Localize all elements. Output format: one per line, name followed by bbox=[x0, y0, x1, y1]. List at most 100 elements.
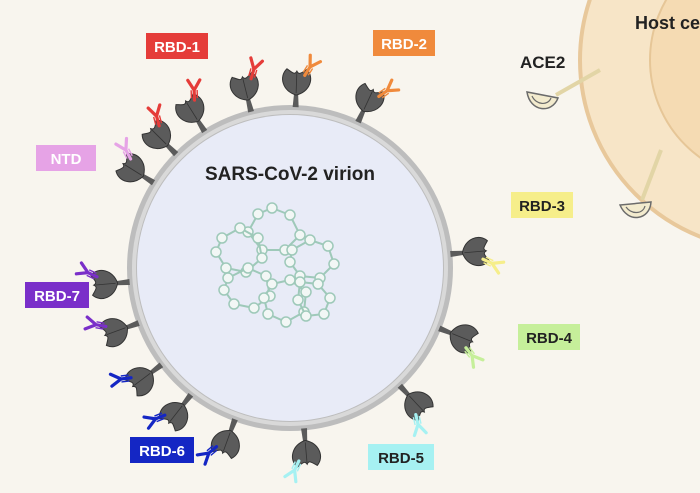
antibody bbox=[377, 78, 401, 99]
antibody bbox=[114, 136, 133, 161]
antibody-arms bbox=[74, 261, 99, 279]
host-cell-label: Host cell bbox=[635, 13, 700, 33]
spike-head-seam bbox=[186, 102, 198, 120]
rna-node bbox=[292, 294, 304, 306]
rna-node bbox=[216, 232, 228, 244]
spike-protein bbox=[142, 392, 194, 432]
spike-protein bbox=[229, 56, 264, 113]
rna-node bbox=[300, 286, 312, 298]
epitope-label-box bbox=[130, 437, 194, 463]
spike-head-seam bbox=[304, 442, 308, 463]
antibody bbox=[186, 78, 202, 102]
antibody bbox=[248, 56, 264, 81]
epitope-label-rbd-2: RBD-2 bbox=[373, 30, 435, 56]
spike-stalk bbox=[140, 173, 156, 186]
epitope-label-box bbox=[518, 324, 580, 350]
spike-protein bbox=[195, 418, 240, 466]
spike-stalk bbox=[245, 97, 254, 113]
antibody-stem bbox=[464, 347, 475, 358]
epitope-labels: RBD-1 RBD-2 NTD RBD-3 RBD-7 RBD-4 RBD-6 bbox=[25, 30, 580, 470]
ace2-stalk bbox=[640, 149, 663, 201]
antibody-arms bbox=[303, 53, 323, 77]
spike-stalk bbox=[124, 320, 140, 330]
spike-proteins bbox=[74, 53, 506, 484]
spike-stalk bbox=[301, 428, 308, 443]
rna-genome bbox=[210, 202, 340, 328]
rna-node bbox=[294, 229, 306, 241]
antibody-stem bbox=[378, 87, 390, 99]
rna-node bbox=[262, 308, 274, 320]
rna-node bbox=[234, 222, 246, 234]
spike-protein bbox=[175, 78, 208, 134]
antibody-arms bbox=[249, 56, 264, 81]
antibody-arms bbox=[195, 445, 219, 466]
antibody-stem bbox=[483, 256, 494, 267]
spike-protein bbox=[74, 261, 130, 299]
virion-interior bbox=[137, 115, 443, 421]
antibody bbox=[464, 346, 485, 369]
spike-head bbox=[355, 82, 385, 112]
spike-stalk bbox=[115, 279, 130, 286]
rna-node bbox=[222, 272, 234, 284]
antibody bbox=[302, 53, 323, 77]
ace2-stalk bbox=[555, 68, 601, 97]
spike-head-seam bbox=[363, 91, 373, 110]
antibody-stem bbox=[291, 461, 302, 472]
spike-protein bbox=[438, 324, 485, 369]
rna-node bbox=[266, 202, 278, 214]
spike-head-seam bbox=[151, 129, 167, 145]
antibody-arms bbox=[464, 346, 485, 369]
epitope-label-rbd-6: RBD-6 bbox=[130, 437, 194, 463]
antibody-stem bbox=[190, 89, 199, 99]
epitope-label-box bbox=[373, 30, 435, 56]
antibody-stem bbox=[206, 445, 218, 456]
rna-node bbox=[286, 244, 298, 256]
spike-protein bbox=[83, 315, 140, 348]
antibody-arms bbox=[412, 412, 428, 438]
epitope-label-text: RBD-7 bbox=[34, 288, 80, 305]
antibody-stem bbox=[412, 415, 422, 426]
epitope-label-box bbox=[146, 33, 208, 59]
rna-node bbox=[304, 234, 316, 246]
antibody-arms bbox=[283, 459, 301, 484]
spike-stalk bbox=[149, 362, 164, 375]
ace2-receptor-detail bbox=[625, 205, 646, 214]
spike-stalk bbox=[180, 392, 194, 408]
antibody-stem bbox=[95, 321, 105, 330]
spike-head-seam bbox=[452, 333, 471, 342]
spike-head-seam bbox=[464, 250, 485, 254]
antibody bbox=[74, 261, 99, 280]
antibody-arms bbox=[481, 257, 506, 275]
rna-node bbox=[328, 258, 340, 270]
rna-node bbox=[258, 292, 270, 304]
antibody-arms bbox=[186, 78, 202, 102]
epitope-label-rbd-5: RBD-5 bbox=[368, 444, 434, 470]
ace2-receptor bbox=[526, 91, 560, 110]
ace2-label: ACE2 bbox=[520, 53, 565, 72]
spike-head-seam bbox=[106, 327, 126, 336]
spike-stalk bbox=[228, 418, 238, 434]
spike-protein bbox=[141, 103, 179, 157]
rna-node bbox=[220, 262, 232, 274]
spike-protein bbox=[114, 136, 156, 186]
spike-protein bbox=[450, 237, 506, 275]
epitope-label-text: RBD-4 bbox=[526, 330, 572, 347]
antibody-stem bbox=[120, 374, 130, 383]
spike-protein bbox=[108, 362, 164, 397]
epitope-label-rbd-1: RBD-1 bbox=[146, 33, 208, 59]
epitope-label-ntd: NTD bbox=[36, 145, 96, 171]
antibody bbox=[283, 459, 302, 484]
spike-head-seam bbox=[169, 405, 183, 422]
spike-protein bbox=[283, 428, 321, 484]
antibody-stem bbox=[152, 115, 163, 125]
rna-node bbox=[284, 274, 296, 286]
rna-node bbox=[300, 310, 312, 322]
rna-node bbox=[294, 276, 306, 288]
epitope-label-text: RBD-1 bbox=[154, 39, 200, 56]
spike-stalk bbox=[292, 93, 299, 108]
spike-head-seam bbox=[242, 78, 249, 99]
epitope-label-rbd-7: RBD-7 bbox=[25, 282, 89, 308]
spike-stalk bbox=[397, 383, 411, 398]
virion-title: SARS-CoV-2 virion bbox=[205, 164, 375, 185]
